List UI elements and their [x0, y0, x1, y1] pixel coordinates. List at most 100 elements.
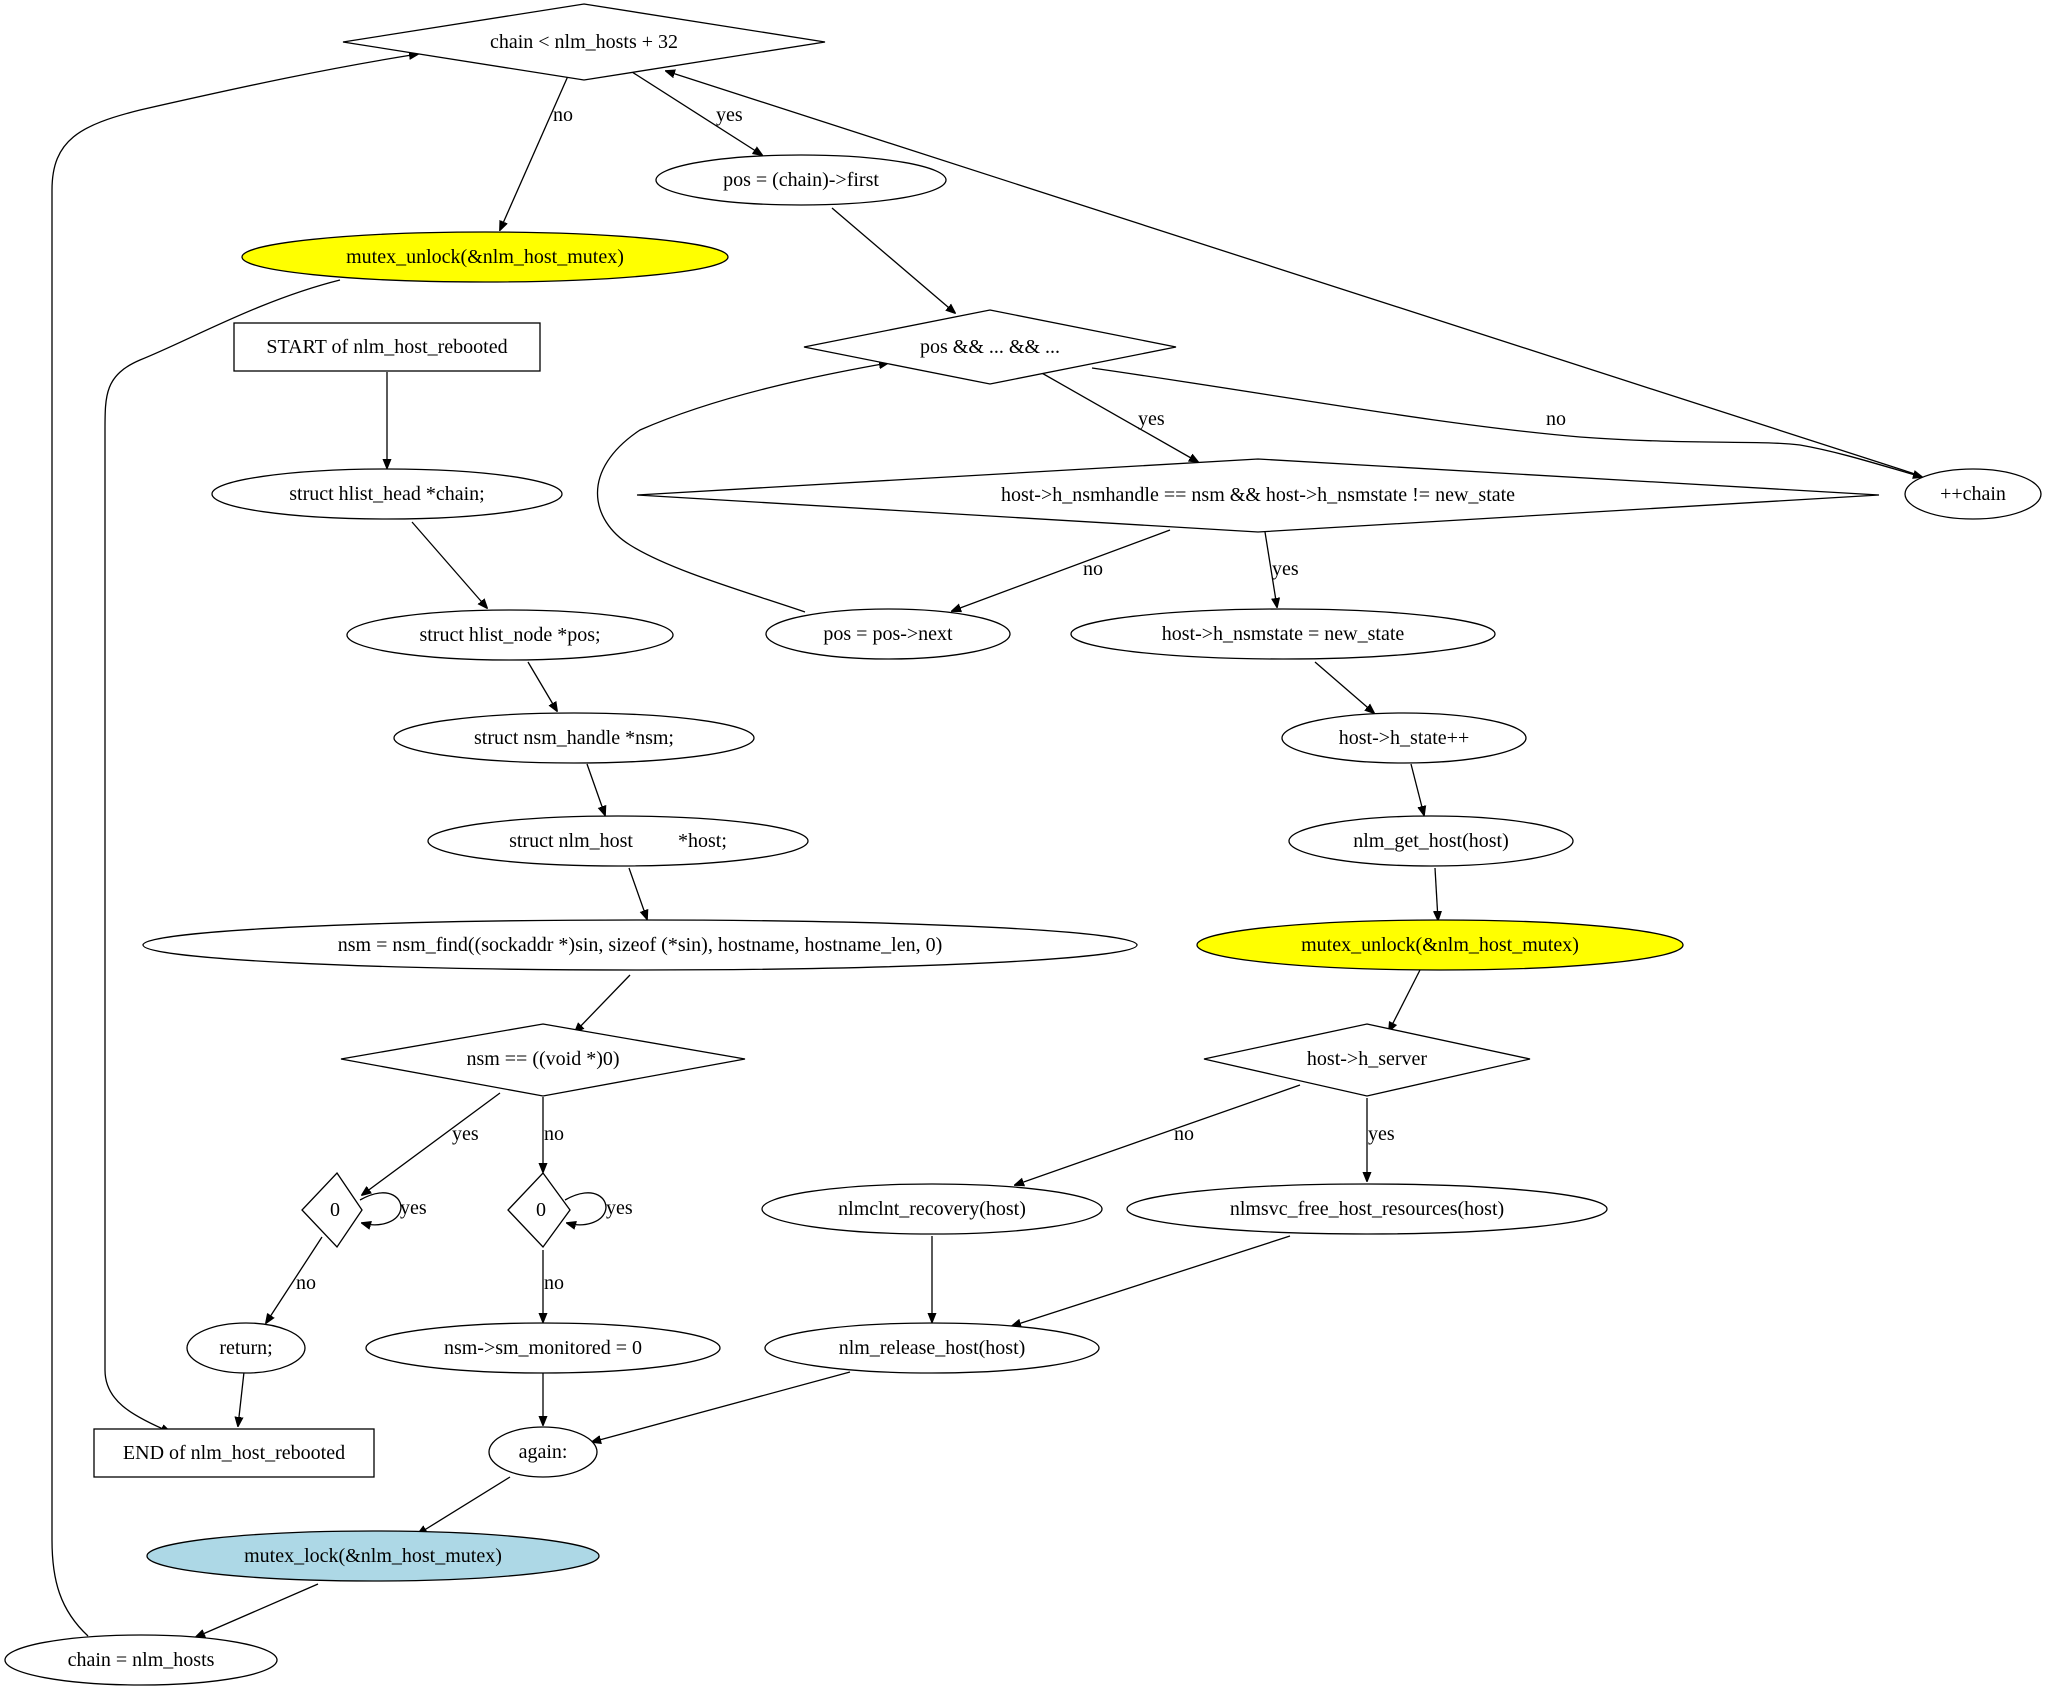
edge-label-pos-yes: yes [1138, 408, 1165, 430]
node-sm-monitored: nsm->sm_monitored = 0 [365, 1322, 721, 1374]
edge-pos-cond-to-host-cond [1039, 371, 1198, 462]
node-label: struct hlist_node *pos; [419, 624, 600, 646]
edge-unlock-2-to-h-server [1389, 969, 1421, 1031]
edge-mutex-lock-to-chain-init [196, 1583, 319, 1637]
node-label: chain = nlm_hosts [68, 1649, 215, 1671]
edge-label-srv-no: no [1174, 1123, 1194, 1145]
process-ellipse [365, 1322, 721, 1374]
node-label: host->h_nsmhandle == nsm && host->h_nsms… [1001, 484, 1515, 506]
edge-label-zr-yes: yes [606, 1197, 633, 1219]
node-label: nsm == ((void *)0) [466, 1048, 619, 1070]
node-mutex-unlock-2: mutex_unlock(&nlm_host_mutex) [1196, 919, 1684, 971]
process-ellipse [1904, 468, 2042, 520]
node-nsm-null: nsm == ((void *)0) [340, 1023, 746, 1097]
edge-label-host-no: no [1083, 558, 1103, 580]
edge-labels: no yes yes no no yes yes no yes no yes n… [296, 104, 1566, 1294]
node-label: mutex_lock(&nlm_host_mutex) [244, 1545, 502, 1567]
edge-nsm-null-to-zero-left [362, 1092, 501, 1195]
process-ellipse [1196, 919, 1684, 971]
decision-diamond [1203, 1023, 1531, 1097]
edge-release-to-again [592, 1371, 851, 1442]
edge-return-to-end [238, 1371, 245, 1426]
edge-chain-cond-to-pos-first [631, 71, 762, 155]
decision-diamond [340, 1023, 746, 1097]
node-label: nlmsvc_free_host_resources(host) [1230, 1198, 1504, 1220]
edge-label-chain-yes: yes [716, 104, 743, 126]
node-label: nsm = nsm_find((sockaddr *)sin, sizeof (… [338, 934, 943, 956]
node-label: host->h_nsmstate = new_state [1162, 623, 1405, 645]
node-nsm-find: nsm = nsm_find((sockaddr *)sin, sizeof (… [142, 919, 1138, 971]
decision-diamond [507, 1171, 571, 1249]
node-label: nlm_get_host(host) [1353, 830, 1509, 852]
edge-state-inc-to-get-host [1410, 763, 1424, 815]
node-label: START of nlm_host_rebooted [266, 336, 507, 358]
edge-label-nsm-yes: yes [452, 1123, 479, 1145]
process-ellipse [488, 1426, 598, 1478]
node-label: chain < nlm_hosts + 32 [490, 31, 678, 53]
edge-chain-cond-to-unlock [500, 75, 569, 230]
node-start: START of nlm_host_rebooted [233, 322, 541, 372]
node-nlmsvc-free: nlmsvc_free_host_resources(host) [1126, 1183, 1608, 1235]
process-ellipse [1126, 1183, 1608, 1235]
edge-pos-next-to-pos-cond [596, 363, 889, 613]
decision-diamond [342, 3, 826, 81]
edges [51, 54, 1922, 1637]
node-struct-host: struct nlm_host *host; [427, 815, 809, 867]
process-ellipse [241, 231, 729, 283]
node-pos-cond: pos && ... && ... [803, 309, 1177, 385]
process-ellipse [427, 815, 809, 867]
node-label: mutex_unlock(&nlm_host_mutex) [1301, 934, 1579, 956]
edge-label-srv-yes: yes [1368, 1123, 1395, 1145]
process-ellipse [146, 1530, 600, 1582]
nodes: chain < nlm_hosts + 32 mutex_unlock(&nlm… [4, 3, 2042, 1686]
edge-label-chain-no: no [553, 104, 573, 126]
edge-label-zl-no: no [296, 1272, 316, 1294]
edge-label-zl-yes: yes [400, 1197, 427, 1219]
edge-host-cond-to-pos-next [952, 529, 1171, 611]
edge-zero-left-self-loop [359, 1192, 402, 1225]
node-mutex-lock: mutex_lock(&nlm_host_mutex) [146, 1530, 600, 1582]
process-ellipse [142, 919, 1138, 971]
node-zero-left: 0 [301, 1171, 363, 1249]
node-release-host: nlm_release_host(host) [764, 1322, 1100, 1374]
edge-nsm-find-to-nsm-null [575, 974, 631, 1032]
node-mutex-unlock-1: mutex_unlock(&nlm_host_mutex) [241, 231, 729, 283]
start-box [233, 322, 541, 372]
node-get-host: nlm_get_host(host) [1288, 815, 1574, 867]
edge-get-host-to-unlock-2 [1435, 867, 1438, 920]
node-inc-chain: ++chain [1904, 468, 2042, 520]
node-struct-chain: struct hlist_head *chain; [211, 468, 563, 520]
node-h-server: host->h_server [1203, 1023, 1531, 1097]
process-ellipse [765, 608, 1011, 660]
process-ellipse [761, 1183, 1103, 1235]
node-label: END of nlm_host_rebooted [123, 1442, 345, 1464]
edge-chain-init-to-chain-cond [51, 54, 418, 1637]
node-chain-init: chain = nlm_hosts [4, 1634, 278, 1686]
edge-pos-cond-to-inc-chain [1091, 367, 1922, 477]
node-label: struct nlm_host *host; [509, 830, 727, 852]
node-end: END of nlm_host_rebooted [93, 1428, 375, 1478]
node-label: mutex_unlock(&nlm_host_mutex) [346, 246, 624, 268]
end-box [93, 1428, 375, 1478]
process-ellipse [764, 1322, 1100, 1374]
edge-h-server-to-recovery [1015, 1084, 1301, 1185]
edge-pos-first-to-pos-cond [831, 207, 955, 313]
edge-free-to-release [1012, 1235, 1291, 1326]
process-ellipse [4, 1634, 278, 1686]
node-host-cond: host->h_nsmhandle == nsm && host->h_nsms… [636, 458, 1880, 533]
node-label: return; [219, 1337, 272, 1359]
node-label: pos && ... && ... [920, 336, 1060, 358]
process-ellipse [1070, 608, 1496, 660]
node-return: return; [186, 1322, 306, 1374]
process-ellipse [1281, 712, 1527, 764]
node-chain-cond: chain < nlm_hosts + 32 [342, 3, 826, 81]
decision-diamond [301, 1171, 363, 1249]
node-set-nsmstate: host->h_nsmstate = new_state [1070, 608, 1496, 660]
edge-label-nsm-no: no [544, 1123, 564, 1145]
node-label: struct nsm_handle *nsm; [474, 727, 674, 749]
node-label: nsm->sm_monitored = 0 [444, 1337, 642, 1359]
node-label: 0 [536, 1199, 546, 1221]
node-label: host->h_server [1307, 1048, 1427, 1070]
node-label: host->h_state++ [1339, 727, 1470, 749]
edge-label-host-yes: yes [1272, 558, 1299, 580]
